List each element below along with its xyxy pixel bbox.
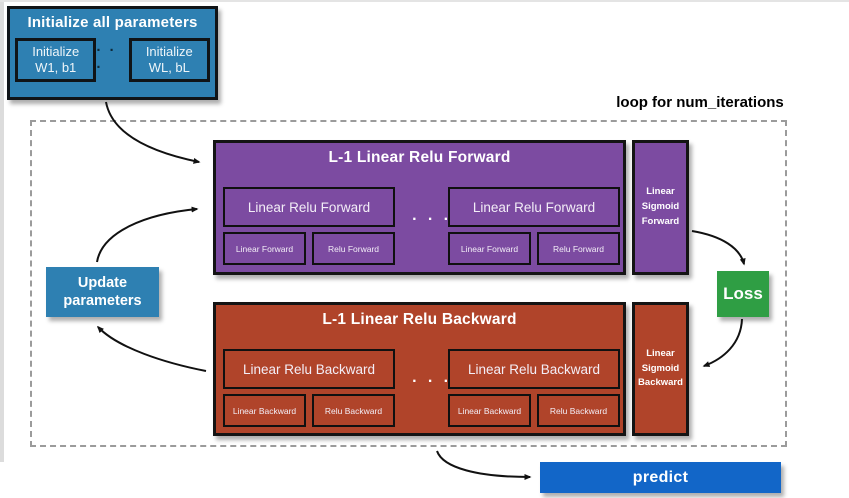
linear-forward-cell: Linear Forward [448,232,531,265]
predict-block: predict [540,462,781,493]
loss-label: Loss [723,284,763,303]
relu-forward-cell: Relu Forward [537,232,620,265]
initialize-parameters-block: Initialize all parameters Initialize W1,… [7,6,218,100]
loss-block: Loss [717,271,769,317]
forward-group-1-subrow: Linear Forward Relu Forward [223,232,395,265]
relu-forward-cell: Relu Forward [312,232,395,265]
linear-sigmoid-backward-block: Linear Sigmoid Backward [632,302,689,436]
sigmoid-backward-line1: Linear [646,347,675,359]
predict-label: predict [632,468,689,486]
relu-backward-cell: Relu Backward [312,394,395,427]
linear-sigmoid-forward-block: Linear Sigmoid Forward [632,140,689,275]
initialize-wlbl-line1: Initialize [145,43,193,59]
linear-backward-cell: Linear Backward [223,394,306,427]
sigmoid-forward-line3: Forward [641,215,680,227]
initialize-wlbl-line2: WL, bL [148,60,190,75]
linear-forward-cell: Linear Forward [223,232,306,265]
initialize-title: Initialize all parameters [27,14,198,31]
backward-ellipsis: · · · [412,373,452,390]
linear-relu-backward-block: L-1 Linear Relu Backward Linear Relu Bac… [213,302,626,436]
loop-boundary [30,120,787,447]
page-left-edge [0,0,4,462]
backward-group-1-subrow: Linear Backward Relu Backward [223,394,395,427]
relu-backward-cell: Relu Backward [537,394,620,427]
forward-ellipsis: · · · [412,211,452,228]
sigmoid-backward-line2: Sigmoid [641,362,680,374]
initialize-wlbl-box: Initialize WL, bL [128,38,210,82]
linear-backward-cell: Linear Backward [448,394,531,427]
initialize-w1b1-line2: W1, b1 [35,60,77,75]
backward-group-2-subrow: Linear Backward Relu Backward [448,394,620,427]
sigmoid-forward-line1: Linear [646,186,675,198]
page-top-edge [0,0,849,2]
linear-relu-backward-cell: Linear Relu Backward [448,349,620,389]
linear-relu-forward-cell: Linear Relu Forward [223,187,395,227]
arrow-loop-to-predict [436,450,532,480]
initialize-items-row: Initialize W1, b1 · · · Initialize WL, b… [10,38,215,82]
update-parameters-block: Update parameters [46,267,159,317]
initialize-w1b1-box: Initialize W1, b1 [15,38,97,82]
initialize-ellipsis: · · · [96,42,117,76]
backward-group-1: Linear Relu Backward Linear Backward Rel… [223,349,395,427]
update-line2: parameters [63,293,142,309]
sigmoid-forward-line2: Sigmoid [641,201,680,213]
initialize-w1b1-line1: Initialize [32,43,80,59]
backward-group-2: Linear Relu Backward Linear Backward Rel… [448,349,620,427]
backward-block-title: L-1 Linear Relu Backward [322,311,517,328]
linear-relu-backward-cell: Linear Relu Backward [223,349,395,389]
loop-label: loop for num_iterations [616,94,784,111]
forward-group-2: Linear Relu Forward Linear Forward Relu … [448,187,620,265]
forward-group-1: Linear Relu Forward Linear Forward Relu … [223,187,395,265]
linear-relu-forward-cell: Linear Relu Forward [448,187,620,227]
forward-group-2-subrow: Linear Forward Relu Forward [448,232,620,265]
linear-relu-forward-block: L-1 Linear Relu Forward Linear Relu Forw… [213,140,626,275]
forward-block-title: L-1 Linear Relu Forward [328,149,511,166]
update-line1: Update [77,274,128,291]
sigmoid-backward-line3: Backward [638,377,683,389]
